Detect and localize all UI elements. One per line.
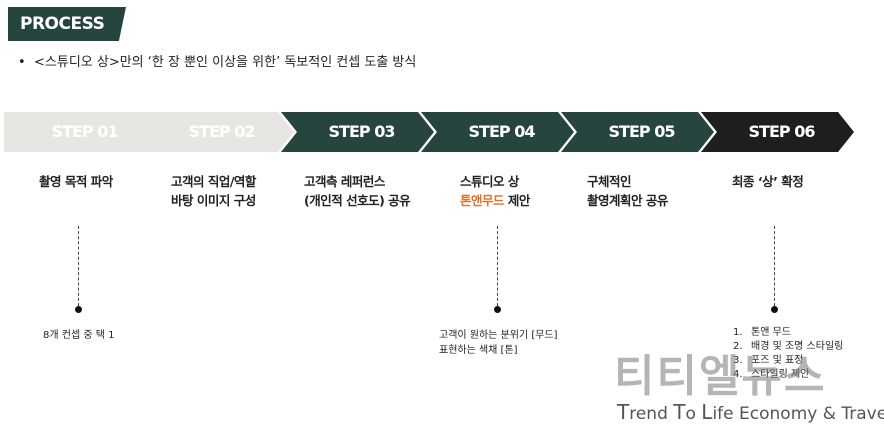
intro-text: <스튜디오 상>만의 ‘한 장 뿐인 이상을 위한’ 독보적인 컨셉 도출 방식: [34, 55, 417, 70]
step-06-chevron: STEP 06: [701, 112, 854, 152]
step-05-desc-line2: 촬영계획안 공유: [587, 193, 668, 208]
step-06-desc-line1: 최종 ‘상’ 확정: [732, 174, 804, 189]
step-06-connector-dot: [771, 306, 778, 313]
step-05-desc: 구체적인 촬영계획안 공유: [587, 172, 668, 210]
process-badge: PROCESS: [8, 7, 126, 41]
step-03-chevron: STEP 03: [281, 112, 434, 152]
tone-and-mood-highlight: 톤앤무드: [460, 193, 505, 208]
step-04-desc-line2-rest: 제안: [504, 193, 531, 208]
step-04-note-line2: 표현하는 색채 [톤]: [439, 345, 518, 356]
step-04-chevron: STEP 04: [421, 112, 574, 152]
bullet-dot: •: [18, 55, 26, 70]
step-03-desc-line1: 고객측 레퍼런스: [304, 174, 385, 189]
step-04-connector-dot: [494, 306, 501, 313]
list-item: 1.톤앤 무드: [733, 327, 791, 338]
step-03-desc-line2: (개인적 선호도) 공유: [304, 193, 411, 208]
step-04-connector: [497, 226, 498, 306]
step-01-desc-line1: 촬영 목적 파악: [39, 174, 113, 189]
intro-bullet: • <스튜디오 상>만의 ‘한 장 뿐인 이상을 위한’ 독보적인 컨셉 도출 방…: [18, 51, 416, 70]
step-06-list: 1.톤앤 무드 2.배경 및 조명 스타일링 3.포즈 및 표정 4.스타일링 …: [733, 326, 843, 382]
step-04-note-line1: 고객이 원하는 분위기 [무드]: [439, 330, 558, 341]
step-01-note: 8개 컨셉 중 택 1: [43, 330, 115, 341]
step-06-label: STEP 06: [748, 122, 816, 141]
step-01-desc: 촬영 목적 파악: [39, 172, 113, 191]
step-04-desc-line2: 톤앤무드 제안: [460, 191, 530, 210]
step-02-desc: 고객의 직업/역할 바탕 이미지 구성: [171, 172, 256, 210]
step-01-chevron: STEP 01: [4, 112, 157, 152]
step-01-connector-dot: [75, 306, 82, 313]
step-03-desc: 고객측 레퍼런스 (개인적 선호도) 공유: [304, 172, 411, 210]
step-05-chevron: STEP 05: [561, 112, 714, 152]
step-06-connector: [774, 226, 775, 306]
step-01-label: STEP 01: [51, 122, 119, 141]
list-item: 2.배경 및 조명 스타일링: [733, 341, 844, 352]
step-02-label: STEP 02: [188, 122, 256, 141]
step-04-desc-line1: 스튜디오 상: [460, 174, 519, 189]
step-03-label: STEP 03: [328, 122, 396, 141]
step-chevron-row: STEP 01 STEP 02 STEP 03 STEP 04 STEP 05 …: [0, 112, 884, 152]
step-02-chevron: STEP 02: [141, 112, 294, 152]
step-01-connector: [78, 226, 79, 306]
step-04-desc: 스튜디오 상 톤앤무드 제안: [460, 172, 530, 210]
step-05-label: STEP 05: [608, 122, 676, 141]
step-06-desc: 최종 ‘상’ 확정: [732, 172, 804, 191]
step-02-desc-line2: 바탕 이미지 구성: [171, 193, 256, 208]
watermark-subtitle: Trend To Life Economy & Travel: [617, 400, 884, 424]
step-02-desc-line1: 고객의 직업/역할: [171, 174, 256, 189]
step-04-label: STEP 04: [468, 122, 536, 141]
list-item: 4.스타일링 제안: [733, 369, 810, 380]
step-04-note: 고객이 원하는 분위기 [무드] 표현하는 색채 [톤]: [439, 328, 558, 358]
list-item: 3.포즈 및 표정: [733, 355, 804, 366]
watermark-title: 티티엘뉴스: [614, 351, 827, 402]
step-05-desc-line1: 구체적인: [587, 174, 632, 189]
